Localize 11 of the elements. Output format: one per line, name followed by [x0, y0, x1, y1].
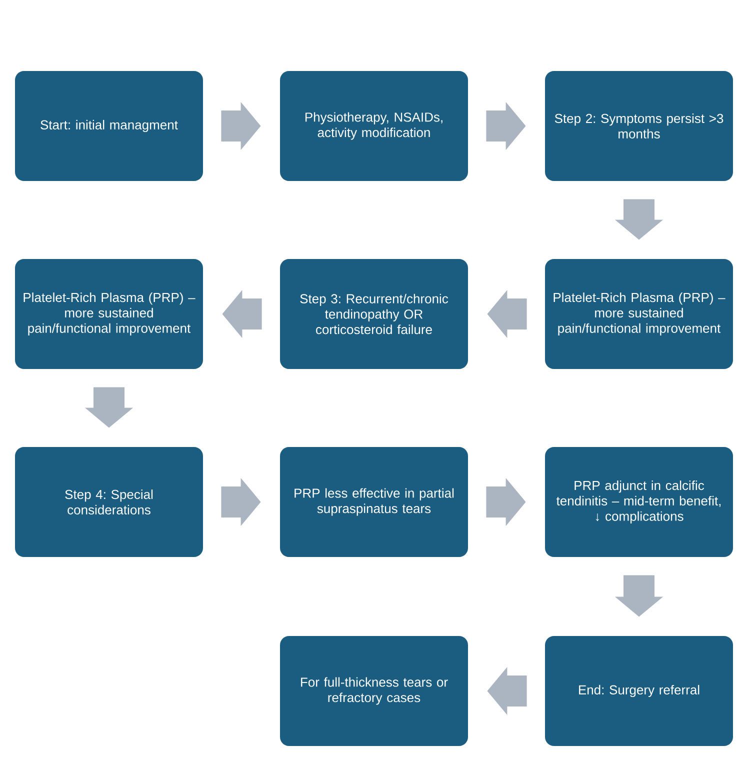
process-box: Step 4: Special considerations	[15, 447, 203, 557]
process-box: End: Surgery referral	[545, 636, 733, 746]
process-box: Platelet-Rich Plasma (PRP) – more sustained pain/functional improvement	[15, 259, 203, 369]
process-box: Step 2: Symptoms persist >3 months	[545, 71, 733, 181]
process-box: Step 3: Recurrent/chronic tendinopathy OR corticosteroid failure	[280, 259, 468, 369]
process-box: Start: initial managment	[15, 71, 203, 181]
process-box: For full-thickness tears or refractory cases	[280, 636, 468, 746]
process-box: PRP adjunct in calcific tendinitis – mid-term benefit, ↓ complications	[545, 447, 733, 557]
process-box: PRP less effective in partial supraspinatus tears	[280, 447, 468, 557]
process-box: Physiotherapy, NSAIDs, activity modification	[280, 71, 468, 181]
process-box: Platelet-Rich Plasma (PRP) – more sustained pain/functional improvement	[545, 259, 733, 369]
